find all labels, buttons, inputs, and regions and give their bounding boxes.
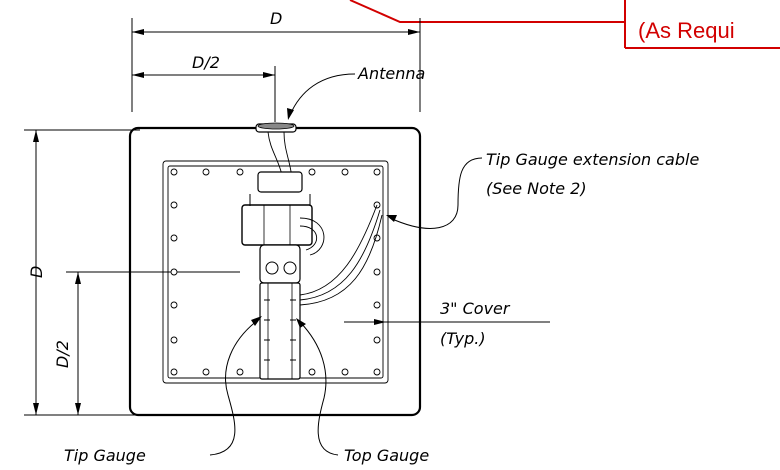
extension-cables	[299, 204, 383, 306]
top-gauge-label: Top Gauge	[344, 446, 429, 465]
inner-plate	[162, 160, 389, 384]
half-width-label: D/2	[192, 53, 220, 72]
red-note-callout: (As Requi	[349, 0, 780, 49]
cover-label: 3" Cover	[440, 299, 511, 318]
tip-gauge-label: Tip Gauge	[64, 446, 146, 465]
cover-note: (Typ.)	[440, 329, 486, 348]
height-label: D	[27, 266, 46, 278]
antenna-label: Antenna	[357, 64, 425, 83]
antenna-icon	[255, 122, 297, 179]
plate-bolts	[170, 168, 381, 376]
height-dimension: D	[24, 129, 140, 416]
tip-cable-label: Tip Gauge extension cable	[486, 150, 699, 169]
gauge-assembly	[241, 171, 313, 380]
red-note-text: (As Requi	[638, 18, 735, 43]
width-label: D	[270, 9, 282, 28]
width-dimension: D	[131, 9, 421, 112]
half-width-dimension: D/2	[132, 53, 276, 122]
half-height-label: D/2	[53, 340, 72, 368]
half-height-dimension: D/2	[53, 271, 240, 415]
tip-cable-note: (See Note 2)	[486, 179, 587, 198]
